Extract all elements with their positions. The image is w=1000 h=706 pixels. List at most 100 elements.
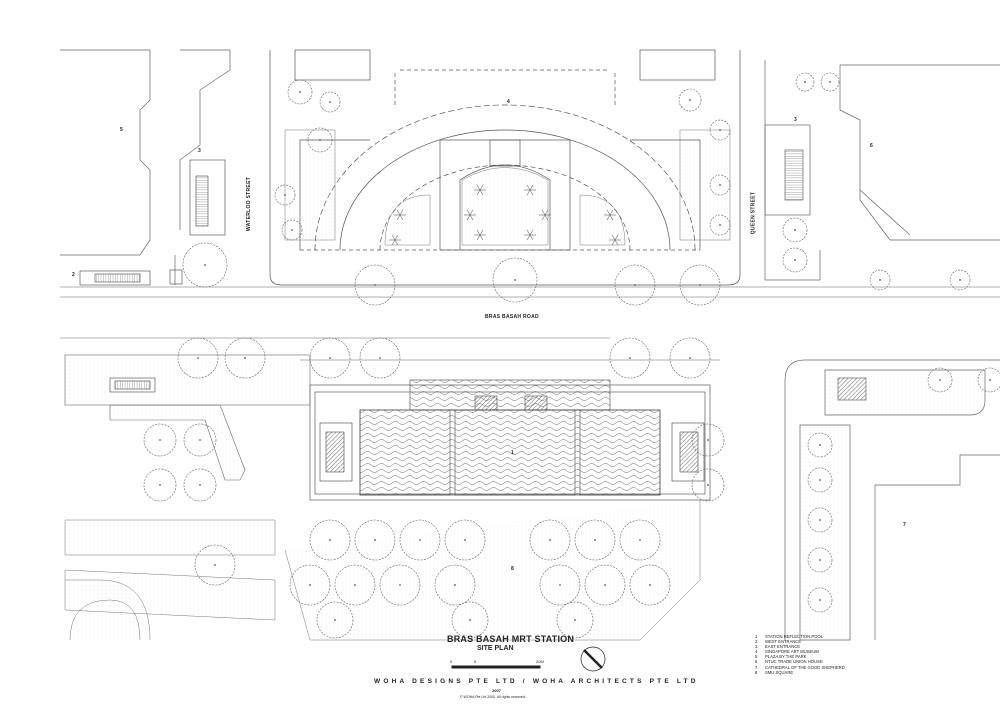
palm-tree-icon <box>469 214 474 221</box>
tree-trunk-icon <box>629 357 631 359</box>
tree-icon <box>709 174 731 196</box>
tree-trunk-icon <box>879 279 881 281</box>
tree-icon <box>354 519 396 561</box>
tree-trunk-icon <box>719 129 721 131</box>
tree-icon <box>556 601 594 639</box>
palm-tree-icon <box>606 209 611 216</box>
tree-trunk-icon <box>989 379 991 381</box>
palm-tree-icon <box>396 209 401 216</box>
tree-trunk-icon <box>689 99 691 101</box>
palm-tree-icon <box>466 209 471 216</box>
tree-icon <box>319 91 341 113</box>
firm-name: WOHA DESIGNS PTE LTD / WOHA ARCHITECTS P… <box>374 678 699 685</box>
tree-icon <box>629 564 671 606</box>
tree-trunk-icon <box>374 539 376 541</box>
tree-trunk-icon <box>309 584 311 586</box>
tree-icon <box>399 519 441 561</box>
tree-trunk-icon <box>204 264 206 266</box>
tree-icon <box>309 519 351 561</box>
tree-trunk-icon <box>419 539 421 541</box>
tree-trunk-icon <box>707 439 709 441</box>
west-pavilion <box>109 377 156 393</box>
tree-icon <box>434 564 476 606</box>
tree-trunk-icon <box>464 539 466 541</box>
palm-tree-icon <box>614 234 619 241</box>
tree-icon <box>143 468 177 502</box>
palm-tree-icon <box>544 209 549 216</box>
scale-mid: 5 <box>474 659 477 664</box>
tree-icon <box>334 564 376 606</box>
tree-trunk-icon <box>334 619 336 621</box>
tree-icon <box>678 88 702 112</box>
tree-icon <box>782 217 808 243</box>
tree-trunk-icon <box>469 619 471 621</box>
tree-trunk-icon <box>284 194 286 196</box>
palm-tree-icon <box>529 234 534 241</box>
tree-trunk-icon <box>199 484 201 486</box>
smu-paving <box>64 500 701 641</box>
palm-tree-icon <box>529 229 534 236</box>
tree-icon <box>977 367 1000 393</box>
tree-icon <box>379 564 421 606</box>
tree-trunk-icon <box>514 279 516 281</box>
waterloo-street-label: WATERLOO STREET <box>246 176 253 232</box>
palm-tree-icon <box>479 189 484 196</box>
tree-trunk-icon <box>719 184 721 186</box>
palm-tree-icon <box>479 229 484 236</box>
palm-tree-icon <box>476 229 481 236</box>
tree-trunk-icon <box>959 279 961 281</box>
museum-gardens <box>284 129 731 246</box>
tree-trunk-icon <box>634 284 636 286</box>
palm-tree-icon <box>476 184 481 191</box>
tree-icon <box>183 468 217 502</box>
palm-tree-icon <box>526 234 531 241</box>
palm-tree-icon <box>526 229 531 236</box>
tree-icon <box>359 337 401 379</box>
tree-trunk-icon <box>549 539 551 541</box>
palm-tree-icon <box>611 239 616 246</box>
right-lower-block <box>784 359 1000 641</box>
tree-icon <box>691 468 725 502</box>
palm-tree-icon <box>526 189 531 196</box>
tree-trunk-icon <box>794 259 796 261</box>
tree-trunk-icon <box>604 584 606 586</box>
palm-tree-icon <box>526 184 531 191</box>
tree-icon <box>709 214 731 236</box>
tree-icon <box>927 367 953 393</box>
tree-trunk-icon <box>804 81 806 83</box>
tree-trunk-icon <box>319 139 321 141</box>
palm-tree-icon <box>399 214 404 221</box>
tree-icon <box>614 264 656 306</box>
tree-trunk-icon <box>399 584 401 586</box>
tree-icon <box>949 269 971 291</box>
tree-trunk-icon <box>649 584 651 586</box>
tree-icon <box>782 247 808 273</box>
tree-trunk-icon <box>819 599 821 601</box>
drawing-title: BRAS BASAH MRT STATION <box>447 634 575 644</box>
drawing-year: 2007 <box>492 688 501 693</box>
tree-icon <box>224 337 266 379</box>
tree-trunk-icon <box>354 584 356 586</box>
site-number-6: 6 <box>870 143 873 149</box>
tree-icon <box>584 564 626 606</box>
tree-icon <box>281 219 303 241</box>
road-lines <box>60 286 1000 361</box>
tree-icon <box>492 257 538 303</box>
tree-trunk-icon <box>794 229 796 231</box>
tree-trunk-icon <box>707 484 709 486</box>
art-museum-block <box>269 49 741 286</box>
tree-icon <box>316 601 354 639</box>
tree-icon <box>354 264 396 306</box>
tree-trunk-icon <box>819 444 821 446</box>
tree-trunk-icon <box>689 357 691 359</box>
tree-icon <box>807 547 833 573</box>
tree-trunk-icon <box>639 539 641 541</box>
tree-icon <box>194 544 236 586</box>
tree-trunk-icon <box>197 357 199 359</box>
tree-icon <box>709 119 731 141</box>
palm-tree-icon <box>394 239 399 246</box>
palm-tree-icon <box>541 214 546 221</box>
tree-icon <box>309 337 351 379</box>
